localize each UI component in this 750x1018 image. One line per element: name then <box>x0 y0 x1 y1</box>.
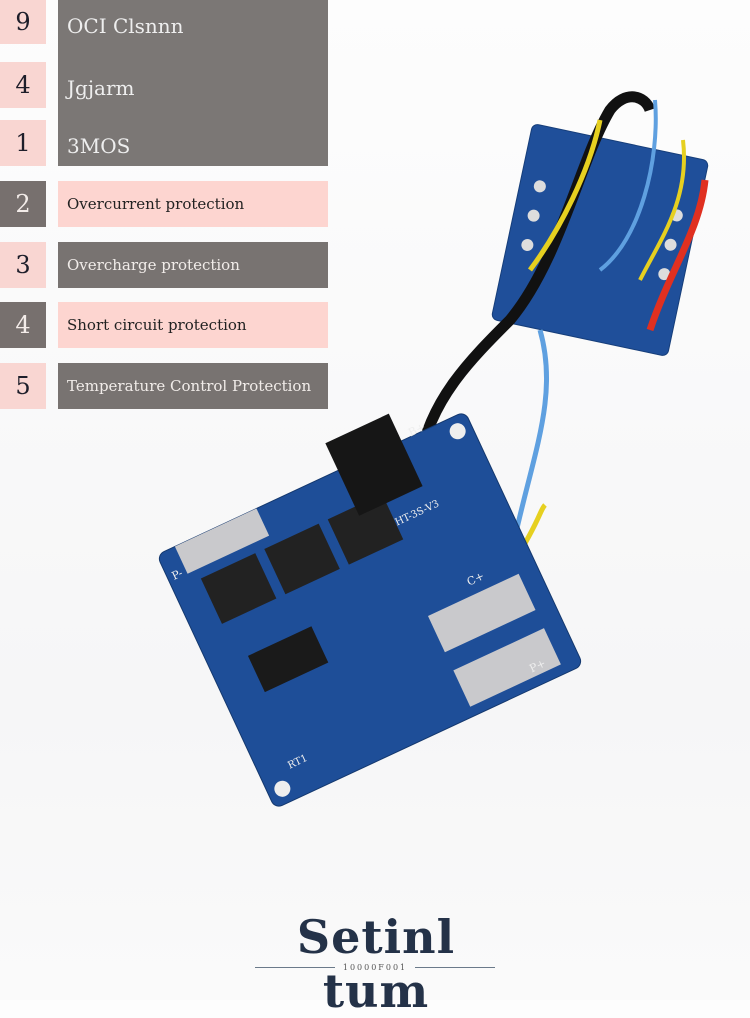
divider <box>255 967 335 968</box>
divider <box>415 967 495 968</box>
feature-label: 3MOS <box>67 134 131 158</box>
feature-label: Overcharge protection <box>58 242 328 288</box>
feature-number: 5 <box>0 363 46 409</box>
main-pcb: P- P+ C+ B+ RT1 HT-3S-V3 <box>158 413 582 807</box>
feature-label: Short circuit protection <box>58 302 328 348</box>
feature-header-block: OCI Clsnnn Jgjarm 3MOS <box>58 0 328 166</box>
feature-number: 1 <box>0 120 46 166</box>
small-pcb <box>491 124 709 356</box>
feature-number: 2 <box>0 181 46 227</box>
brand-tagline: 10000F001 <box>342 963 408 972</box>
feature-label: Temperature Control Protection <box>58 363 328 409</box>
feature-number: 4 <box>0 302 46 348</box>
feature-number: 3 <box>0 242 46 288</box>
black-cable <box>414 91 656 461</box>
marking-p-plus: P+ <box>527 656 548 675</box>
feature-label: OCI Clsnnn <box>67 14 184 38</box>
feature-number: 9 <box>0 0 46 44</box>
feature-label: Jgjarm <box>67 76 135 100</box>
feature-number: 4 <box>0 62 46 108</box>
brand-tagline-row: 10000F001 <box>255 963 495 972</box>
feature-label: Overcurrent protection <box>58 181 328 227</box>
